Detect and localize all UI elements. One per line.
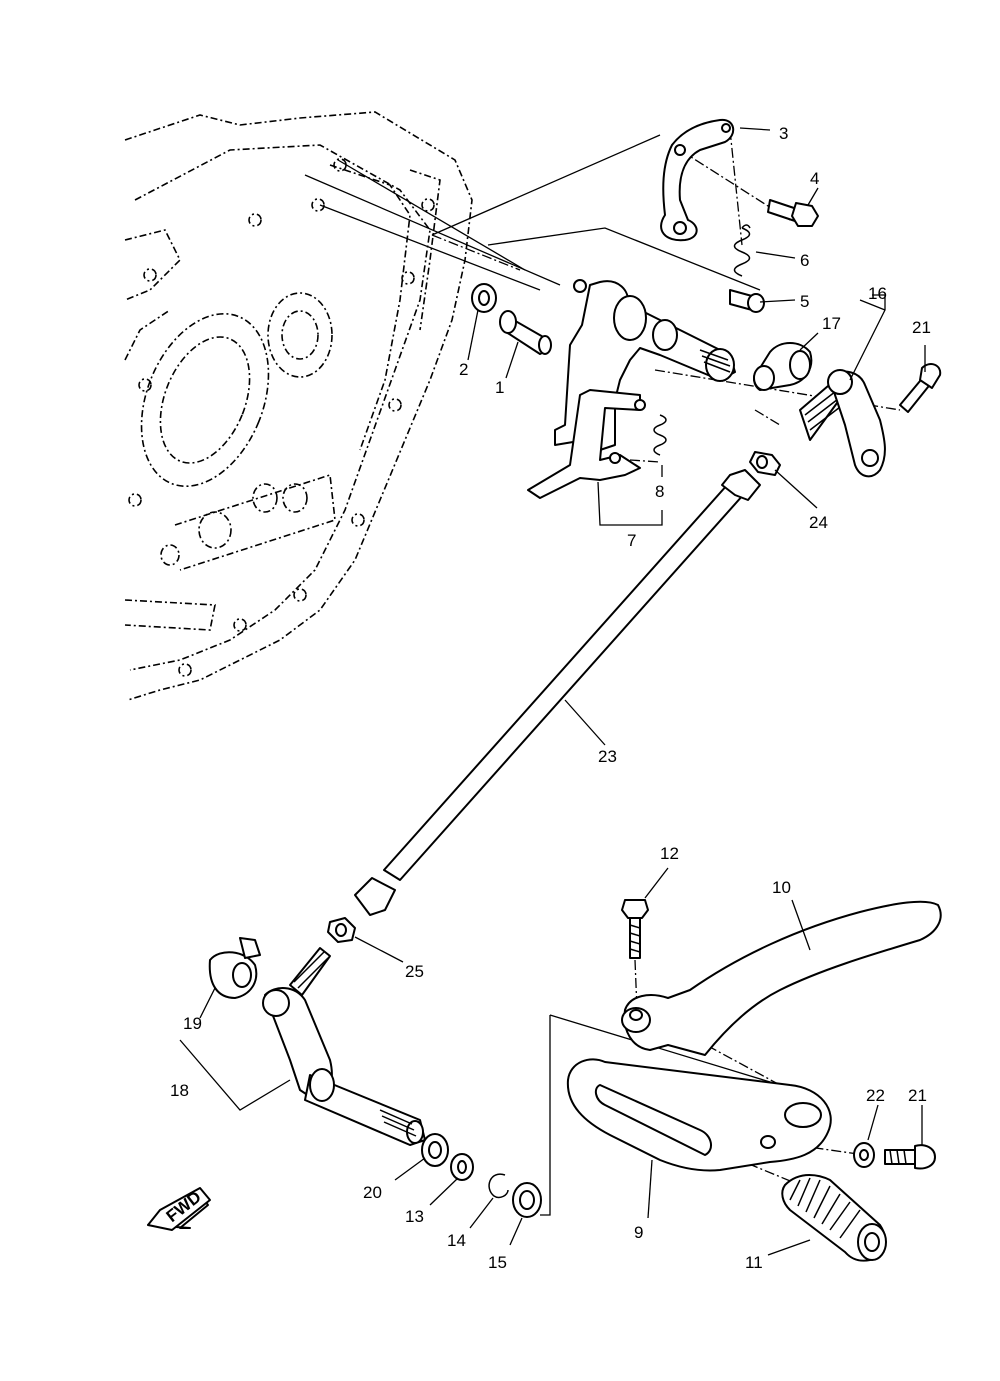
callout-3: 3 — [779, 124, 788, 143]
callout-22: 22 — [866, 1086, 885, 1105]
callout-1: 1 — [495, 378, 504, 397]
callout-25: 25 — [405, 962, 424, 981]
ball-joint-17 — [753, 342, 813, 391]
callout-18: 18 — [170, 1081, 189, 1100]
shift-rod-23 — [354, 469, 761, 916]
callout-8: 8 — [655, 482, 664, 501]
callout-17: 17 — [822, 314, 841, 333]
callout-23: 23 — [598, 747, 617, 766]
nut-24 — [749, 451, 781, 476]
callout-21-top: 21 — [912, 318, 931, 337]
callout-5: 5 — [800, 292, 809, 311]
callout-12: 12 — [660, 844, 679, 863]
callout-13: 13 — [405, 1207, 424, 1226]
lever-9 — [566, 1058, 832, 1172]
bolt-21-lower — [884, 1144, 936, 1170]
callout-4: 4 — [810, 169, 819, 188]
assembly-lines — [304, 129, 901, 1216]
forward-direction-arrow-icon: FWD — [147, 1187, 211, 1231]
spring-8 — [653, 414, 667, 456]
callout-20: 20 — [363, 1183, 382, 1202]
circlip-14 — [488, 1173, 509, 1199]
callout-6: 6 — [800, 251, 809, 270]
pedal-rubber-11 — [781, 1174, 887, 1262]
pin-5 — [729, 289, 765, 313]
callout-leaders — [179, 127, 926, 1256]
rod-end-arm-18 — [262, 947, 426, 1146]
shift-shaft-7 — [527, 279, 736, 499]
stopper-lever-3 — [660, 118, 735, 242]
stopper-bolt-1 — [499, 310, 552, 355]
nut-25 — [327, 917, 356, 943]
callout-15: 15 — [488, 1253, 507, 1272]
washer-13 — [450, 1153, 474, 1181]
spring-6 — [733, 224, 751, 277]
callout-9: 9 — [634, 1223, 643, 1242]
callout-14: 14 — [447, 1231, 466, 1250]
callout-16: 16 — [868, 284, 887, 303]
callout-2: 2 — [459, 360, 468, 379]
callout-11: 11 — [745, 1253, 763, 1272]
callout-21-lower: 21 — [908, 1086, 927, 1105]
crankcase-outline — [124, 111, 473, 701]
callout-labels: 1 2 3 4 5 6 7 8 9 10 11 12 13 14 15 16 1… — [170, 124, 931, 1272]
callout-10: 10 — [772, 878, 791, 897]
washer-22 — [853, 1142, 875, 1168]
rod-end-arm-16 — [799, 369, 886, 478]
callout-24: 24 — [809, 513, 828, 532]
shift-pedal-arm-10 — [621, 900, 942, 1056]
bolt-4 — [767, 199, 819, 227]
bushing-15 — [512, 1182, 542, 1218]
callout-7: 7 — [627, 531, 636, 550]
bolt-21-top — [899, 363, 942, 413]
washer-2 — [471, 283, 497, 313]
callout-19: 19 — [183, 1014, 202, 1033]
oil-seal-20 — [421, 1133, 449, 1167]
ball-joint-19 — [208, 937, 261, 999]
bolt-12 — [621, 899, 649, 959]
